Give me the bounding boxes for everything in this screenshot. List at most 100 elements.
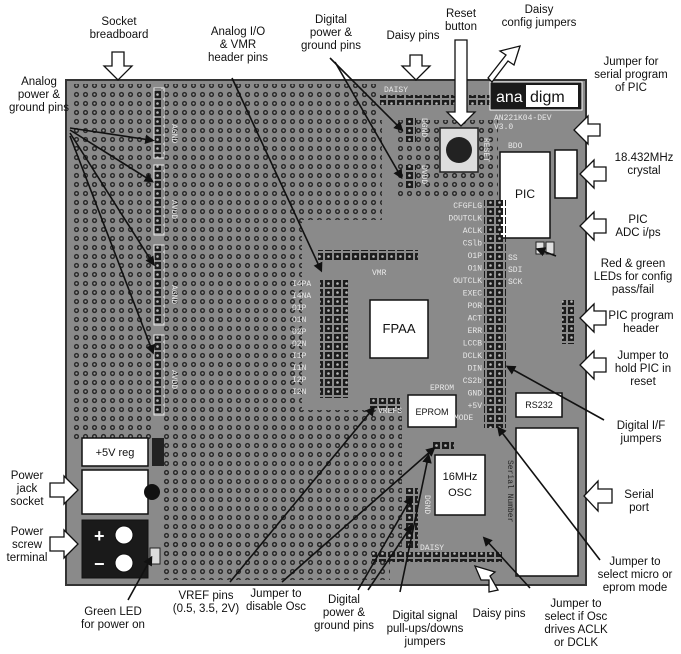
digital-if-pin-label: DOUTCLK [448,215,482,224]
reset-silk: RESET [481,138,490,162]
eprom-chip [407,394,457,428]
callout-crystal: 18.432MHz crystal [614,152,674,177]
digital-if-pin-label: EXEC [463,290,482,299]
eprom-label: EPROM [415,407,448,417]
dgnd-silk-bottom: DGND [422,495,431,514]
vmr-header [318,250,418,262]
daisy-silk-top: DAISY [384,86,408,95]
dgnd-header-top [404,118,416,142]
avdd-silk-1: AVDD [169,200,178,219]
avdd-silk-2: AVDD [169,370,178,389]
digital-if-pin-label: ACT [468,315,483,324]
rs232-chip [515,392,563,418]
io-pin-label: O2P [292,328,307,337]
callout-digital-power-bottom: Digital power & ground pins [313,594,375,632]
callout-analog-io-vmr: Analog I/O & VMR header pins [207,26,269,64]
plus-sign: + [94,526,105,546]
io-pin-label: I4NA [292,292,311,301]
callout-digital-power-top: Digital power & ground pins [300,14,362,52]
minus-sign: − [94,554,105,574]
callout-analog-power: Analog power & ground pins [8,76,70,114]
logo-digm-box [526,85,578,107]
daisy-header-bottom [372,552,502,562]
digital-if-pin-label: CSlb [463,240,482,249]
breadboard-area-left [72,84,153,439]
crystal [554,149,578,199]
digital-if-pin-label: ERR [468,327,483,336]
screw-terminal [81,519,149,579]
osc-disable-jumper [432,440,454,450]
serial-port-connector [515,427,579,577]
pic-label: PIC [515,187,535,201]
dvdd-silk-top: DVDD [419,165,428,184]
pic-prog-header [562,300,574,344]
callout-vref-pins: VREF pins (0.5, 3.5, 2V) [172,590,240,615]
breadboard-area-lower [302,410,402,560]
serial-number-silk: Serial Number [505,460,514,523]
callout-daisy-pins-top: Daisy pins [386,30,440,42]
io-pin-label: O1N [292,316,307,325]
vmr-silk: VMR [372,269,387,278]
io-pin-label: O1P [292,304,307,313]
screw-1 [114,525,134,545]
daisy-header-top [380,95,490,105]
breadboard-area-top [162,84,378,120]
callout-jumper-osc-aclk: Jumper to select if Osc drives ACLK or D… [544,598,608,649]
vref-header [370,398,400,408]
agnd-silk-1: AGND [169,124,178,143]
logo-digm: digm [530,89,565,106]
power-led [149,547,161,565]
io-pin-label: I1P [292,352,307,361]
osc-label-1: 16MHz [443,471,478,483]
pic-chip [499,151,551,239]
callout-socket-breadboard: Socket breadboard [89,16,149,41]
pointer-lines [69,57,605,601]
callout-reset-button: Reset button [445,8,477,33]
fpaa-chip [369,299,429,359]
led-pin-label: SCK [508,278,523,287]
io-pin-label: O2N [292,340,307,349]
reg-label: +5V reg [96,447,135,459]
callout-power-screw: Power screw terminal [6,526,48,564]
agnd-silk-2: AGND [169,285,178,304]
agnd-header-2 [153,244,165,326]
rs232-label: RS232 [525,400,553,410]
power-jack [81,469,149,515]
regulator [81,437,149,467]
digital-if-pin-label: POR [468,302,483,311]
vrefs-silk: VREFS [378,407,402,416]
digital-if-pin-label: DCLK [463,352,482,361]
io-pin-label: I2P [292,376,307,385]
callout-leds-config: Red & green LEDs for config pass/fail [593,258,673,296]
callout-digital-signal-pullups: Digital signal pull-ups/downs jumpers [386,610,464,648]
digital-if-pin-label: GND [468,390,483,399]
io-pin-label: I2N [292,388,307,397]
callout-pic-adc: PIC ADC i/ps [615,214,661,239]
screw-2 [114,553,134,573]
reset-button-cap [446,137,472,163]
breadboard-area-mid [302,120,382,220]
digital-if-pin-label: ACLK [463,227,482,236]
digital-if-pin-label: OUTCLK [453,277,482,286]
digital-if-pin-label: O1N [468,265,483,274]
digital-if-pin-label: CS2b [463,377,482,386]
dvdd-header-top [404,165,416,189]
io-pin-label: I1N [292,364,307,373]
daisy-silk-bottom: DAISY [420,544,444,553]
breadboard-area-bottom [160,540,390,580]
block-arrow-daisy-bottom [473,564,500,593]
bdo-silk: BDO [508,142,523,151]
agnd-header-1 [153,87,165,159]
digital-if-pin-label: +5V [468,402,483,411]
breadboard-area-main [162,120,302,560]
regulator-tab [152,438,164,466]
digital-if-header [484,200,506,428]
eprom-silk: EPROM [430,384,454,393]
callout-jumper-serial-prog: Jumper for serial program of PIC [594,56,668,94]
power-jack-hole [144,484,160,500]
board-version: V3.0 [494,123,513,132]
digital-if-pin-label: CFGFLG [453,202,482,211]
led-pin-label: SS [508,254,518,263]
digital-if-pin-label: O1P [468,252,483,261]
io-pin-label: I4PA [292,280,311,289]
